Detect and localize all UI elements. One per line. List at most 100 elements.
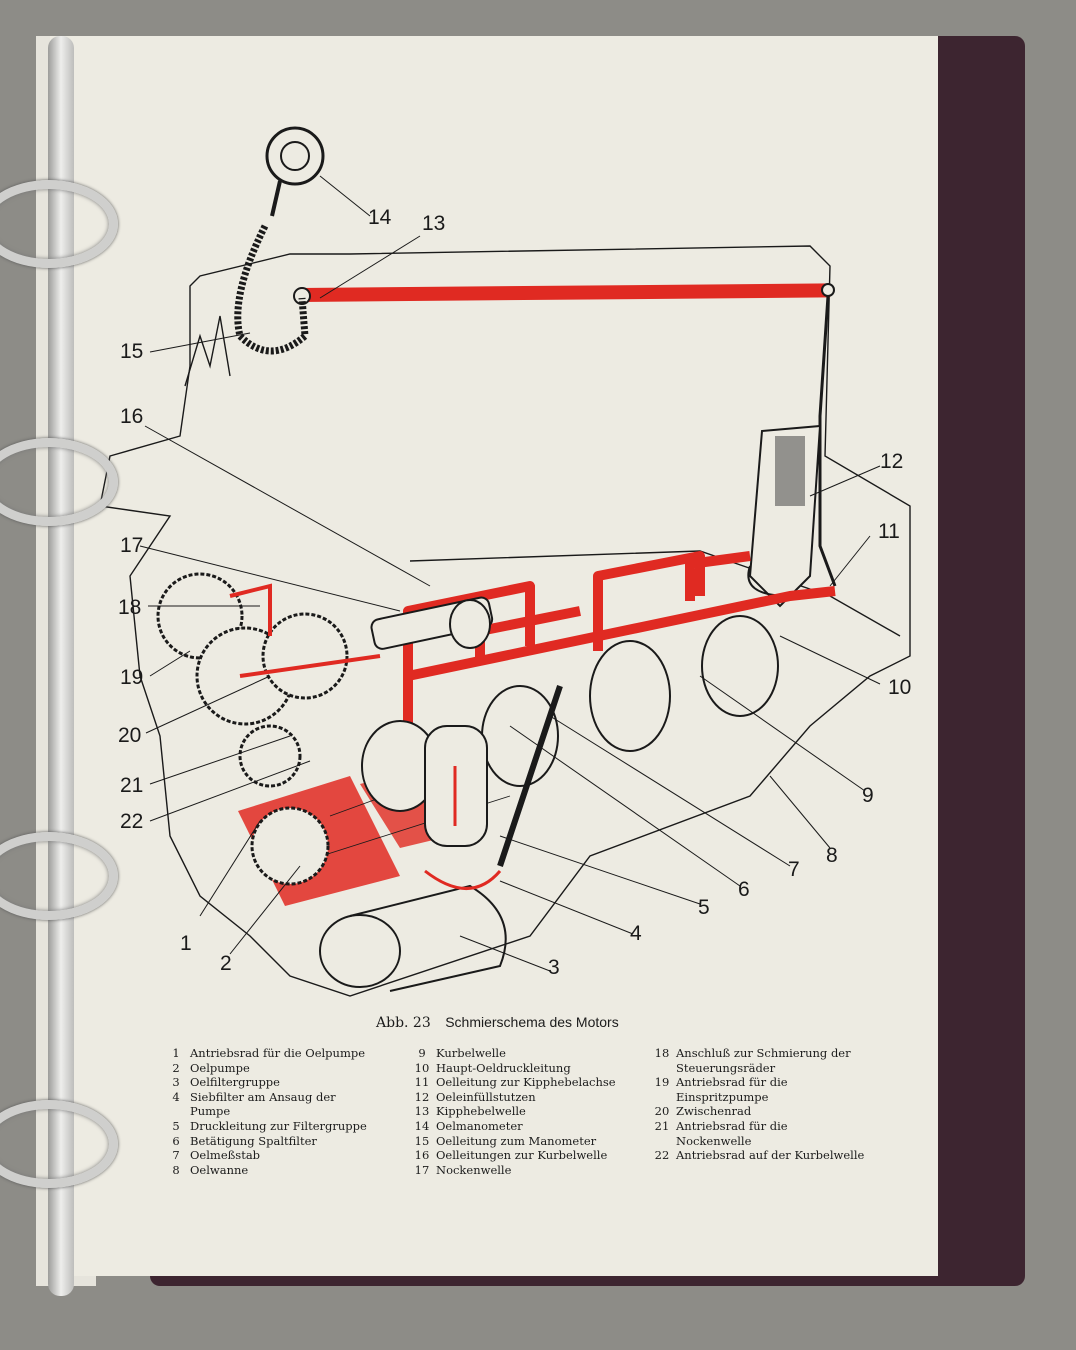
book-page: 14 13 15 16 12 11 17 18 19 10 20 21 9 22… bbox=[50, 36, 938, 1276]
legend-number bbox=[162, 1104, 190, 1119]
gear-oil-feed bbox=[229, 583, 381, 678]
callout-10: 10 bbox=[888, 676, 911, 699]
oil-pump bbox=[424, 725, 502, 890]
legend-item: 6 Betätigung Spaltfilter bbox=[162, 1134, 367, 1149]
legend-text: Anschluß zur Schmierung der bbox=[676, 1046, 851, 1060]
binder-ring bbox=[0, 832, 118, 920]
legend-number: 11 bbox=[414, 1075, 430, 1090]
callout-22: 22 bbox=[120, 810, 143, 833]
oil-manometer bbox=[265, 126, 325, 217]
legend-text: Antriebsrad für die Oelpumpe bbox=[190, 1046, 366, 1060]
legend-number bbox=[648, 1134, 676, 1149]
legend-number: 16 bbox=[414, 1148, 430, 1163]
legend-item: 5 Druckleitung zur Filtergruppe bbox=[162, 1119, 367, 1134]
legend-item: 1 Antriebsrad für die Oelpumpe bbox=[162, 1046, 367, 1061]
legend-text: Einspritzpumpe bbox=[676, 1089, 769, 1104]
legend-number: 2 bbox=[172, 1060, 180, 1075]
callout-4: 4 bbox=[630, 922, 642, 945]
legend-item: 17 Nockenwelle bbox=[408, 1163, 616, 1178]
callout-2: 2 bbox=[220, 952, 232, 975]
legend-number: 15 bbox=[414, 1133, 430, 1148]
legend-text: Druckleitung zur Filtergruppe bbox=[190, 1118, 367, 1133]
legend-number: 4 bbox=[172, 1089, 180, 1104]
legend-number: 21 bbox=[654, 1118, 670, 1133]
legend-number: 8 bbox=[172, 1162, 180, 1177]
legend-number: 9 bbox=[418, 1046, 426, 1060]
legend-text: Siebfilter am Ansaug der bbox=[190, 1089, 336, 1104]
legend-text: Kipphebelwelle bbox=[436, 1104, 526, 1119]
legend-text: Kurbelwelle bbox=[436, 1046, 506, 1060]
oil-filler-neck bbox=[747, 424, 822, 608]
callout-13: 13 bbox=[422, 212, 445, 235]
legend-item: 21 Antriebsrad für die bbox=[648, 1119, 864, 1134]
binder-ring bbox=[0, 438, 118, 526]
legend-item: Steuerungsräder bbox=[648, 1061, 864, 1076]
callout-15: 15 bbox=[120, 340, 143, 363]
timing-gears bbox=[156, 572, 349, 886]
legend-text: Haupt-Oeldruckleitung bbox=[436, 1060, 571, 1075]
legend-item: 9 Kurbelwelle bbox=[408, 1046, 616, 1061]
legend-text: Zwischenrad bbox=[676, 1104, 752, 1119]
legend-number: 17 bbox=[414, 1162, 430, 1177]
legend-text: Pumpe bbox=[190, 1104, 231, 1119]
legend-number: 7 bbox=[172, 1148, 180, 1163]
figure-caption: Abb. 23 Schmierschema des Motors bbox=[376, 1014, 629, 1031]
callout-20: 20 bbox=[118, 724, 141, 747]
legend-number: 14 bbox=[414, 1118, 430, 1133]
legend-number: 5 bbox=[172, 1118, 180, 1133]
callout-1: 1 bbox=[180, 932, 192, 955]
callout-6: 6 bbox=[738, 878, 750, 901]
legend-text: Oelmanometer bbox=[436, 1118, 523, 1133]
legend-text: Betätigung Spaltfilter bbox=[190, 1133, 317, 1148]
legend-number: 20 bbox=[654, 1104, 670, 1119]
legend-number: 1 bbox=[172, 1046, 180, 1060]
leader-lines bbox=[139, 175, 881, 972]
callout-5: 5 bbox=[698, 896, 710, 919]
callout-19: 19 bbox=[120, 666, 143, 689]
legend-number: 3 bbox=[172, 1075, 180, 1090]
callout-21: 21 bbox=[120, 774, 143, 797]
legend-text: Oeleinfüllstutzen bbox=[436, 1089, 536, 1104]
legend-text: Antriebsrad für die bbox=[676, 1075, 788, 1090]
legend-number: 6 bbox=[172, 1133, 180, 1148]
legend-text: Antriebsrad für die bbox=[676, 1118, 788, 1133]
legend-text: Oelwanne bbox=[190, 1162, 249, 1177]
legend-number: 12 bbox=[414, 1089, 430, 1104]
legend-item: Nockenwelle bbox=[648, 1134, 864, 1149]
legend-item: Pumpe bbox=[162, 1104, 367, 1119]
legend-item: Einspritzpumpe bbox=[648, 1090, 864, 1105]
callout-11: 11 bbox=[878, 520, 900, 543]
callout-3: 3 bbox=[548, 956, 560, 979]
rocker-oil-line bbox=[818, 295, 837, 587]
callout-14: 14 bbox=[368, 206, 392, 229]
lubrication-diagram: 14 13 15 16 12 11 17 18 19 10 20 21 9 22… bbox=[99, 126, 911, 997]
callout-7: 7 bbox=[788, 858, 800, 881]
legend-item: 20 Zwischenrad bbox=[648, 1104, 864, 1119]
legend-number: 10 bbox=[414, 1060, 430, 1075]
legend-item: 14 Oelmanometer bbox=[408, 1119, 616, 1134]
camshaft bbox=[370, 596, 494, 650]
legend-text: Nockenwelle bbox=[436, 1162, 512, 1177]
legend-text: Nockenwelle bbox=[676, 1133, 752, 1148]
caption-title: Schmierschema des Motors bbox=[445, 1014, 619, 1030]
legend-item: 8 Oelwanne bbox=[162, 1163, 367, 1178]
manometer-hose bbox=[234, 224, 309, 355]
legend-item: 10 Haupt-Oeldruckleitung bbox=[408, 1061, 616, 1076]
callout-9: 9 bbox=[862, 784, 874, 807]
legend-number bbox=[648, 1090, 676, 1105]
callout-16: 16 bbox=[120, 405, 143, 428]
callout-12: 12 bbox=[880, 450, 903, 473]
callout-17: 17 bbox=[120, 534, 143, 557]
